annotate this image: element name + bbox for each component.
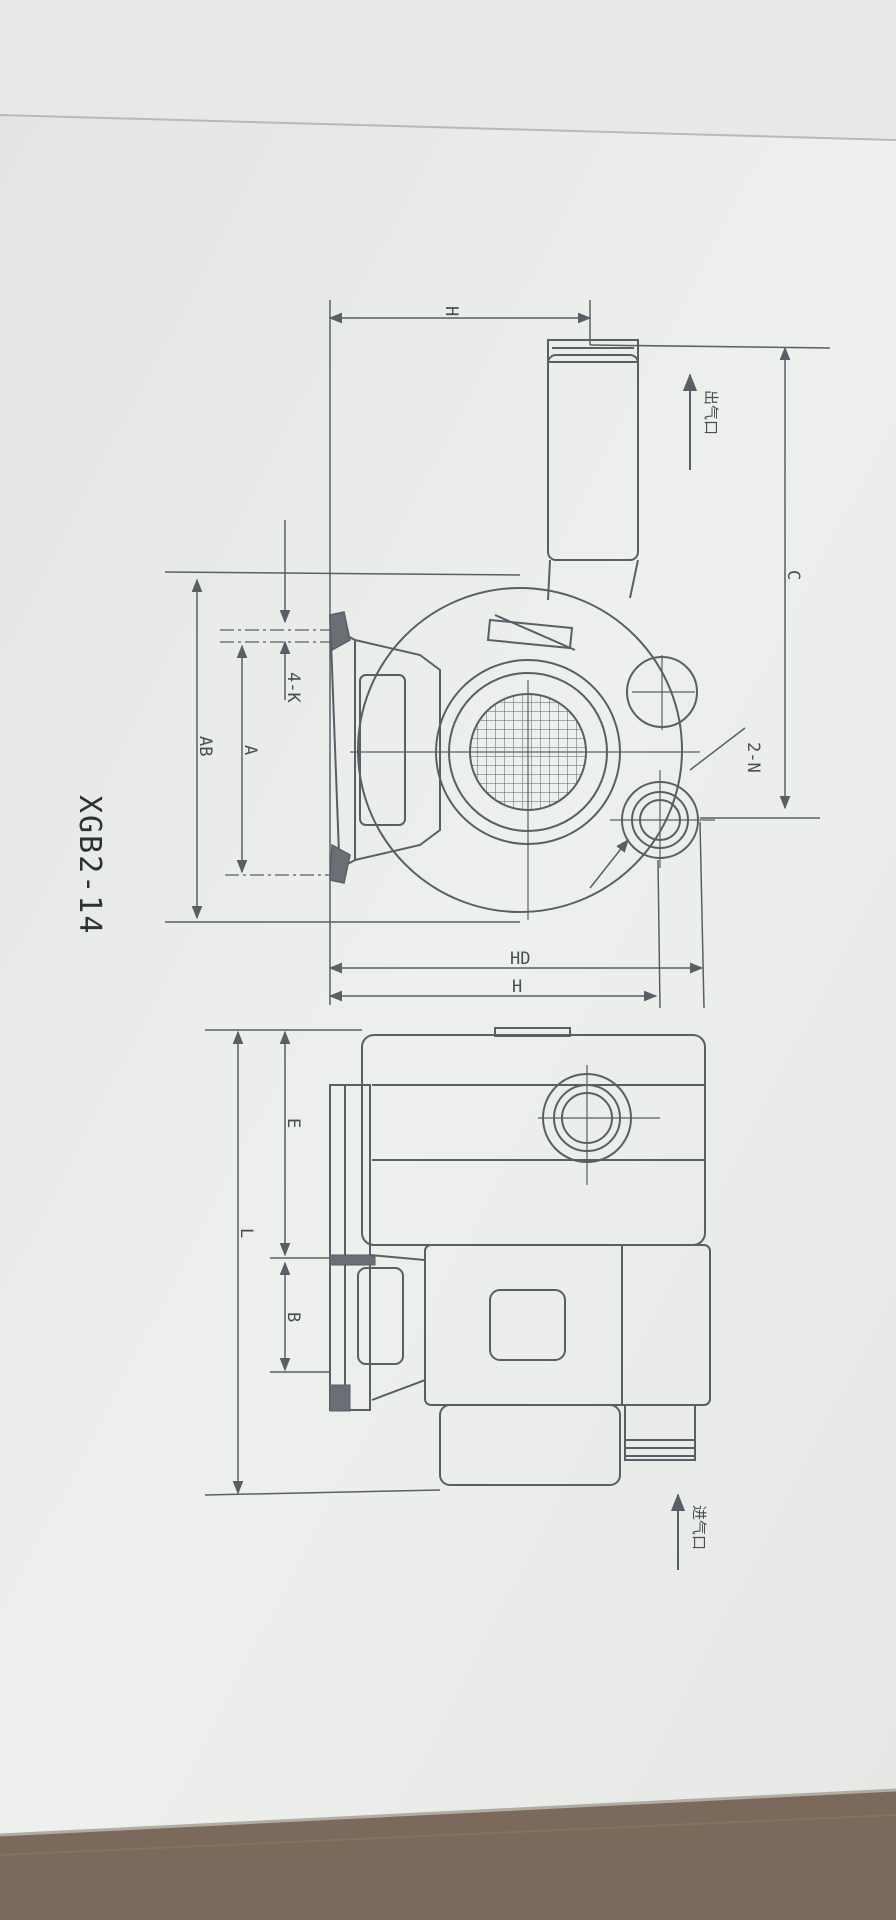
label-outlet: 出气口 xyxy=(702,390,720,435)
dimension-labels: H C 出气口 4-K A AB 2-N HD H E L B 进气口 XGB2… xyxy=(72,306,803,1550)
label-inlet: 进气口 xyxy=(690,1505,708,1550)
blower-body-outline xyxy=(357,587,683,913)
paper-fold-edge xyxy=(0,114,896,141)
model-title: XGB2-14 xyxy=(72,795,107,935)
label-e: E xyxy=(283,1118,303,1128)
label-hd: HD xyxy=(510,949,530,969)
label-4-k: 4-K xyxy=(283,672,303,703)
label-a: A xyxy=(240,745,260,755)
outlet-pipe xyxy=(547,354,639,561)
paper-sheet xyxy=(0,115,896,1835)
label-ab: AB xyxy=(195,736,215,756)
label-l: L xyxy=(236,1228,256,1238)
label-h-bottom: H xyxy=(512,977,522,997)
drawing-lines xyxy=(164,300,831,1570)
label-h-top: H xyxy=(441,306,461,316)
label-2-n: 2-N xyxy=(743,742,763,773)
label-b: B xyxy=(283,1312,303,1322)
top-sheet xyxy=(0,0,896,140)
label-c: C xyxy=(783,570,803,580)
terminal-box xyxy=(489,1289,566,1361)
